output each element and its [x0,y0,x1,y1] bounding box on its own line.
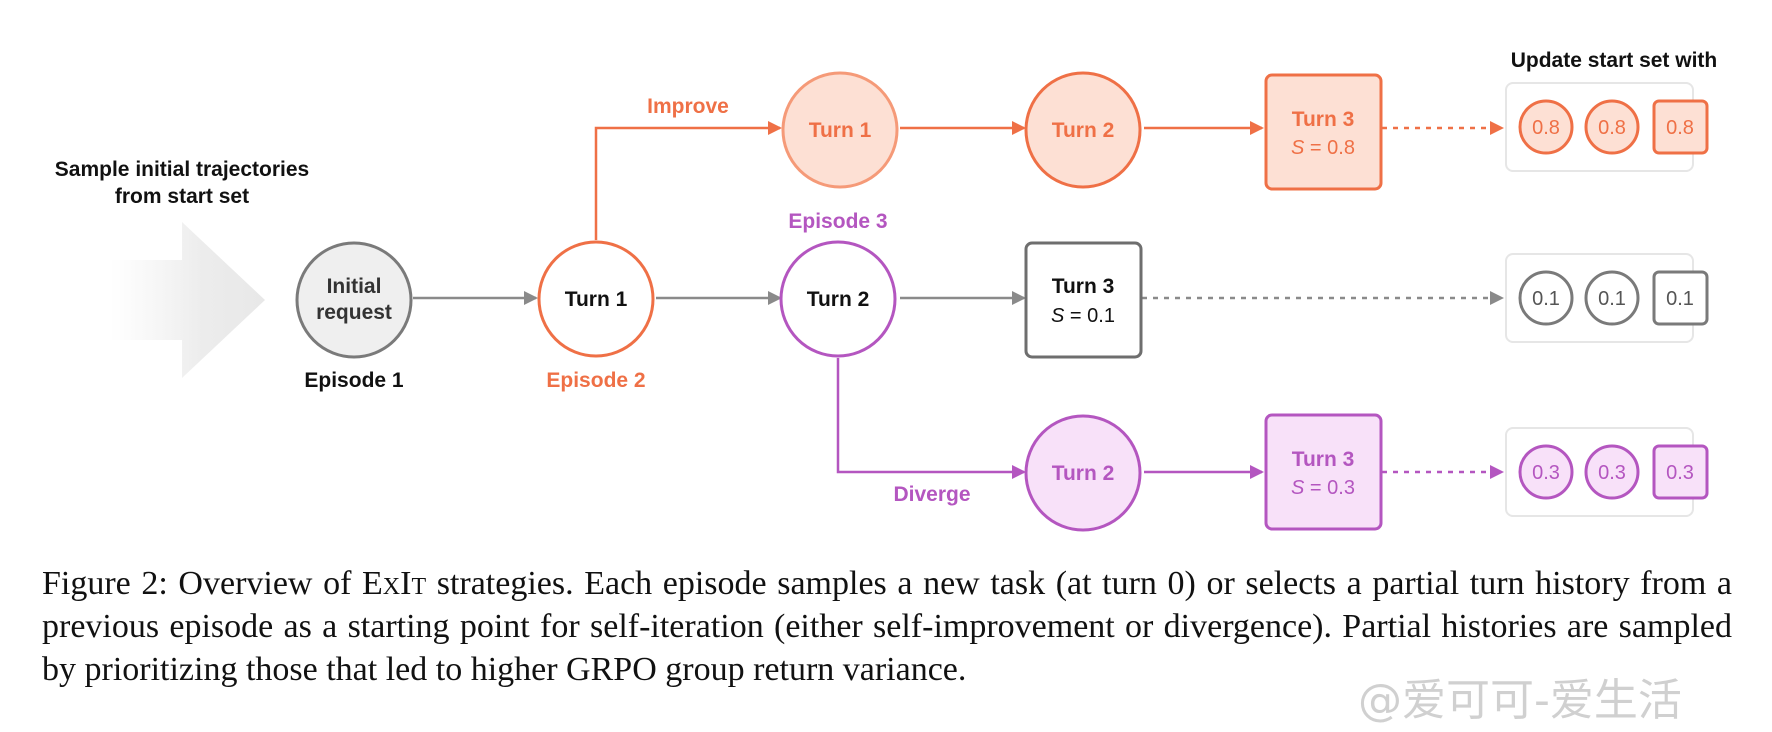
caption-method-name: ExIt [362,565,427,602]
episode2-label: Episode 2 [546,369,645,392]
gray-start-set: 0.1 0.1 0.1 [1505,253,1709,343]
diverge-turn3-label: Turn 3 [1292,448,1355,471]
improve-branch-arrow [594,121,782,240]
main-score-var: S [1051,305,1065,327]
initial-request-line2: request [316,301,392,324]
improve-score-var: S [1291,137,1305,159]
figure-caption: Figure 2: Overview of ExIt strategies. E… [42,562,1732,691]
main-turn3-score: S = 0.1 [1051,305,1115,327]
orange-set-value-2: 0.8 [1598,117,1626,139]
diverge-branch-arrow [836,358,1026,479]
episode3-label: Episode 3 [788,210,887,233]
improve-turn2-node: Turn 2 [1024,71,1142,189]
purple-set-value-3: 0.3 [1666,462,1694,484]
gray-set-value-3: 0.1 [1666,288,1694,310]
diverge-turn2-node: Turn 2 [1024,414,1142,532]
orange-set-value-1: 0.8 [1532,117,1560,139]
gray-set-value-1: 0.1 [1532,288,1560,310]
diverge-turn3-score: S = 0.3 [1291,477,1355,499]
episode1-label: Episode 1 [304,369,404,392]
main-turn3-box: Turn 3 S = 0.1 [1024,241,1143,359]
improve-turn1-label: Turn 1 [809,119,872,142]
orange-start-set: 0.8 0.8 0.8 [1505,82,1709,172]
main-score-value: = 0.1 [1070,305,1115,327]
diverge-score-value: = 0.3 [1310,477,1355,499]
main-turn1-node: Turn 1 [537,240,655,358]
purple-start-set: 0.3 0.3 0.3 [1505,427,1709,517]
initial-request-line1: Initial [327,275,382,298]
start-set-arrow [110,222,265,378]
watermark: @爱可可-爱生活 [1358,675,1682,726]
improve-label: Improve [647,95,729,118]
main-turn2-node: Turn 2 [779,240,897,358]
caption-prefix: Figure 2: Overview of [42,565,363,602]
purple-set-value-1: 0.3 [1532,462,1560,484]
diverge-turn2-label: Turn 2 [1052,462,1115,485]
start-text-line1: Sample initial trajectories [55,158,309,181]
diverge-label: Diverge [893,483,970,506]
caption-text: strategies. Each episode samples a new t… [42,565,1732,688]
improve-turn3-label: Turn 3 [1292,108,1355,131]
purple-set-value-2: 0.3 [1598,462,1626,484]
gray-set-value-2: 0.1 [1598,288,1626,310]
start-text-line2: from start set [115,185,249,208]
diverge-turn3-box: Turn 3 S = 0.3 [1264,413,1383,531]
update-start-set-text: Update start set with [1511,49,1718,72]
initial-request-node: Initial request [295,241,413,359]
diverge-score-var: S [1291,477,1305,499]
improve-turn1-node: Turn 1 [781,71,899,189]
improve-score-value: = 0.8 [1310,137,1355,159]
improve-turn3-score: S = 0.8 [1291,137,1355,159]
orange-set-value-3: 0.8 [1666,117,1694,139]
main-turn2-label: Turn 2 [807,288,870,311]
main-turn3-label: Turn 3 [1052,275,1115,298]
main-turn1-label: Turn 1 [565,288,628,311]
improve-turn2-label: Turn 2 [1052,119,1115,142]
exit-strategies-diagram: Sample initial trajectories from start s… [55,49,1718,532]
improve-turn3-box: Turn 3 S = 0.8 [1264,73,1383,191]
